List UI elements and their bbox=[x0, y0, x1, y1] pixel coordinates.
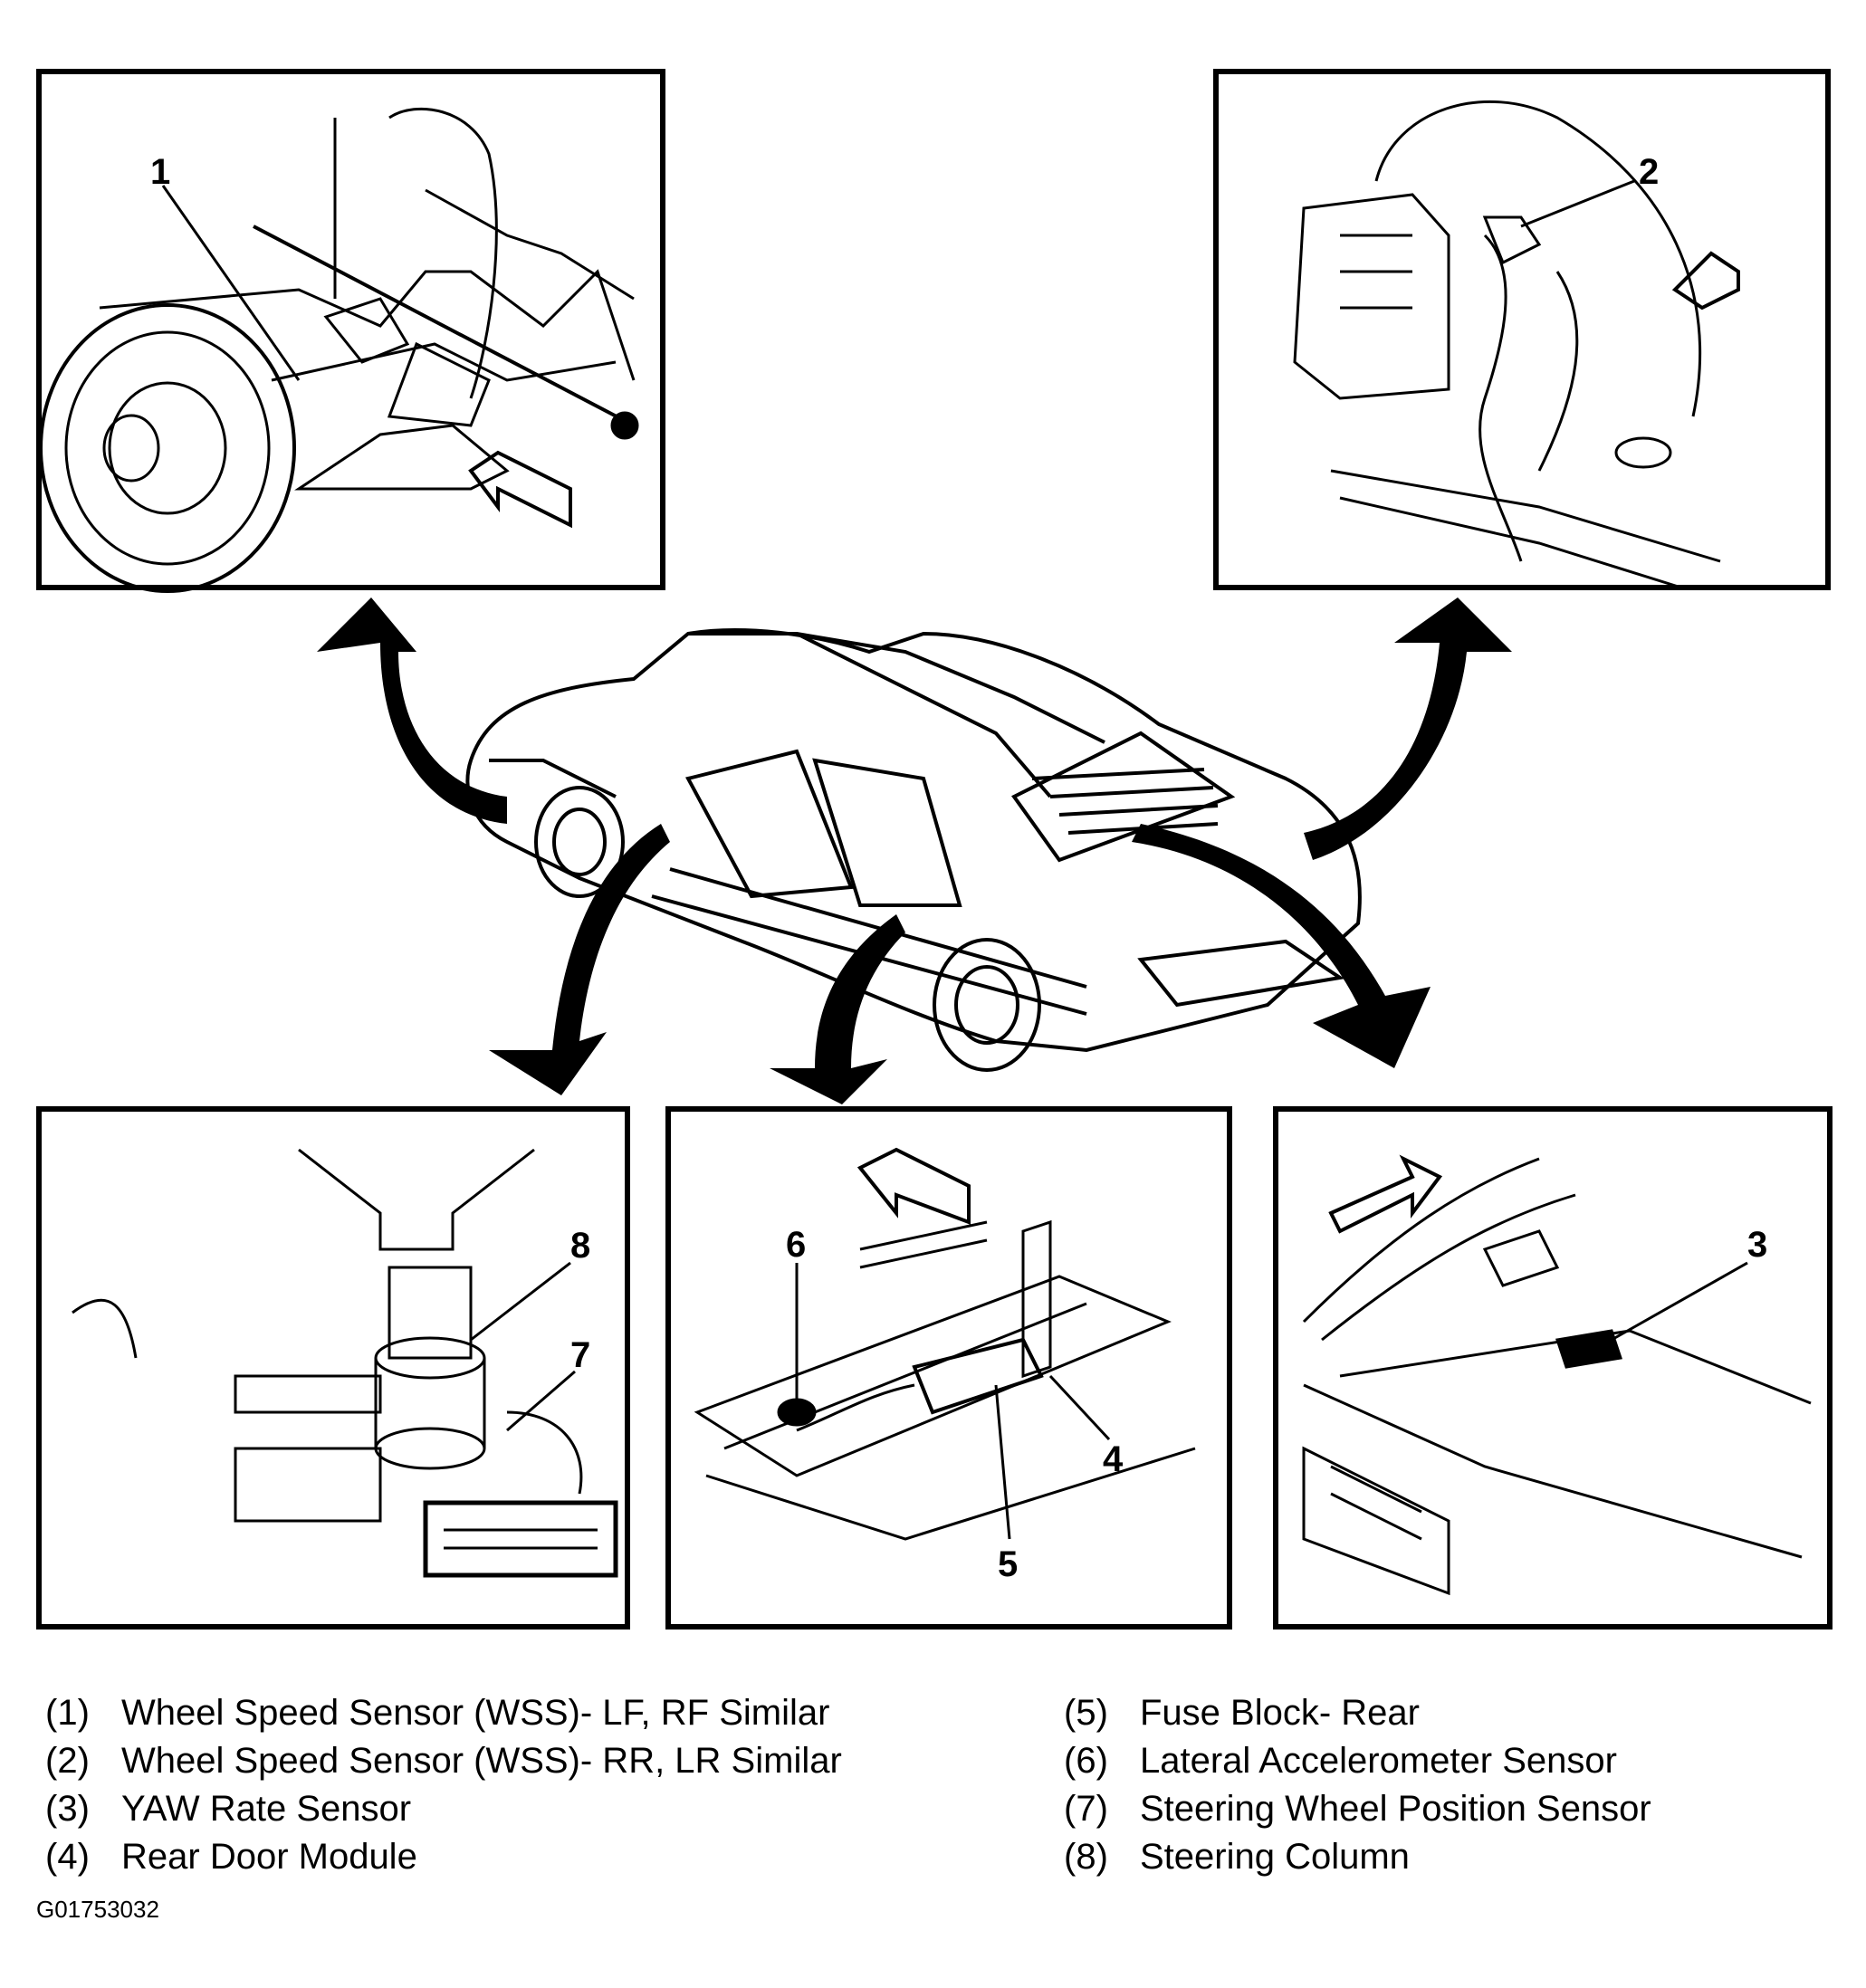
legend-text: YAW Rate Sensor bbox=[121, 1789, 412, 1829]
legend-text: Rear Door Module bbox=[121, 1837, 417, 1877]
callout-2: 2 bbox=[1639, 152, 1660, 192]
legend-text: Steering Column bbox=[1140, 1837, 1410, 1877]
figure-id: G01753032 bbox=[36, 1896, 159, 1923]
legend-text: Steering Wheel Position Sensor bbox=[1140, 1789, 1651, 1829]
legend-number: (2) bbox=[45, 1741, 90, 1781]
callout-5: 5 bbox=[998, 1544, 1019, 1584]
callout-3: 3 bbox=[1747, 1225, 1768, 1265]
panel-yaw-sensor bbox=[1273, 1106, 1833, 1630]
callout-6: 6 bbox=[786, 1225, 807, 1265]
callout-1: 1 bbox=[150, 152, 171, 192]
legend-text: Wheel Speed Sensor (WSS)- LF, RF Similar bbox=[121, 1693, 830, 1733]
vehicle-art bbox=[465, 628, 1362, 1072]
panel-steering-column bbox=[36, 1106, 630, 1630]
legend-number: (1) bbox=[45, 1693, 90, 1733]
legend-number: (5) bbox=[1064, 1693, 1108, 1733]
panel-front-wheel bbox=[36, 69, 665, 590]
legend-number: (8) bbox=[1064, 1837, 1108, 1877]
pointer-arrows bbox=[317, 597, 1512, 1104]
callout-7: 7 bbox=[570, 1335, 591, 1375]
callout-4: 4 bbox=[1103, 1439, 1124, 1479]
panel-rear-wheel bbox=[1213, 69, 1831, 590]
legend-number: (4) bbox=[45, 1837, 90, 1877]
legend-number: (3) bbox=[45, 1789, 90, 1829]
legend-text: Lateral Accelerometer Sensor bbox=[1140, 1741, 1617, 1781]
panel-fuse-block bbox=[665, 1106, 1232, 1630]
legend-text: Fuse Block- Rear bbox=[1140, 1693, 1420, 1733]
legend-number: (6) bbox=[1064, 1741, 1108, 1781]
callout-8: 8 bbox=[570, 1226, 591, 1266]
legend-number: (7) bbox=[1064, 1789, 1108, 1829]
legend-text: Wheel Speed Sensor (WSS)- RR, LR Similar bbox=[121, 1741, 842, 1781]
